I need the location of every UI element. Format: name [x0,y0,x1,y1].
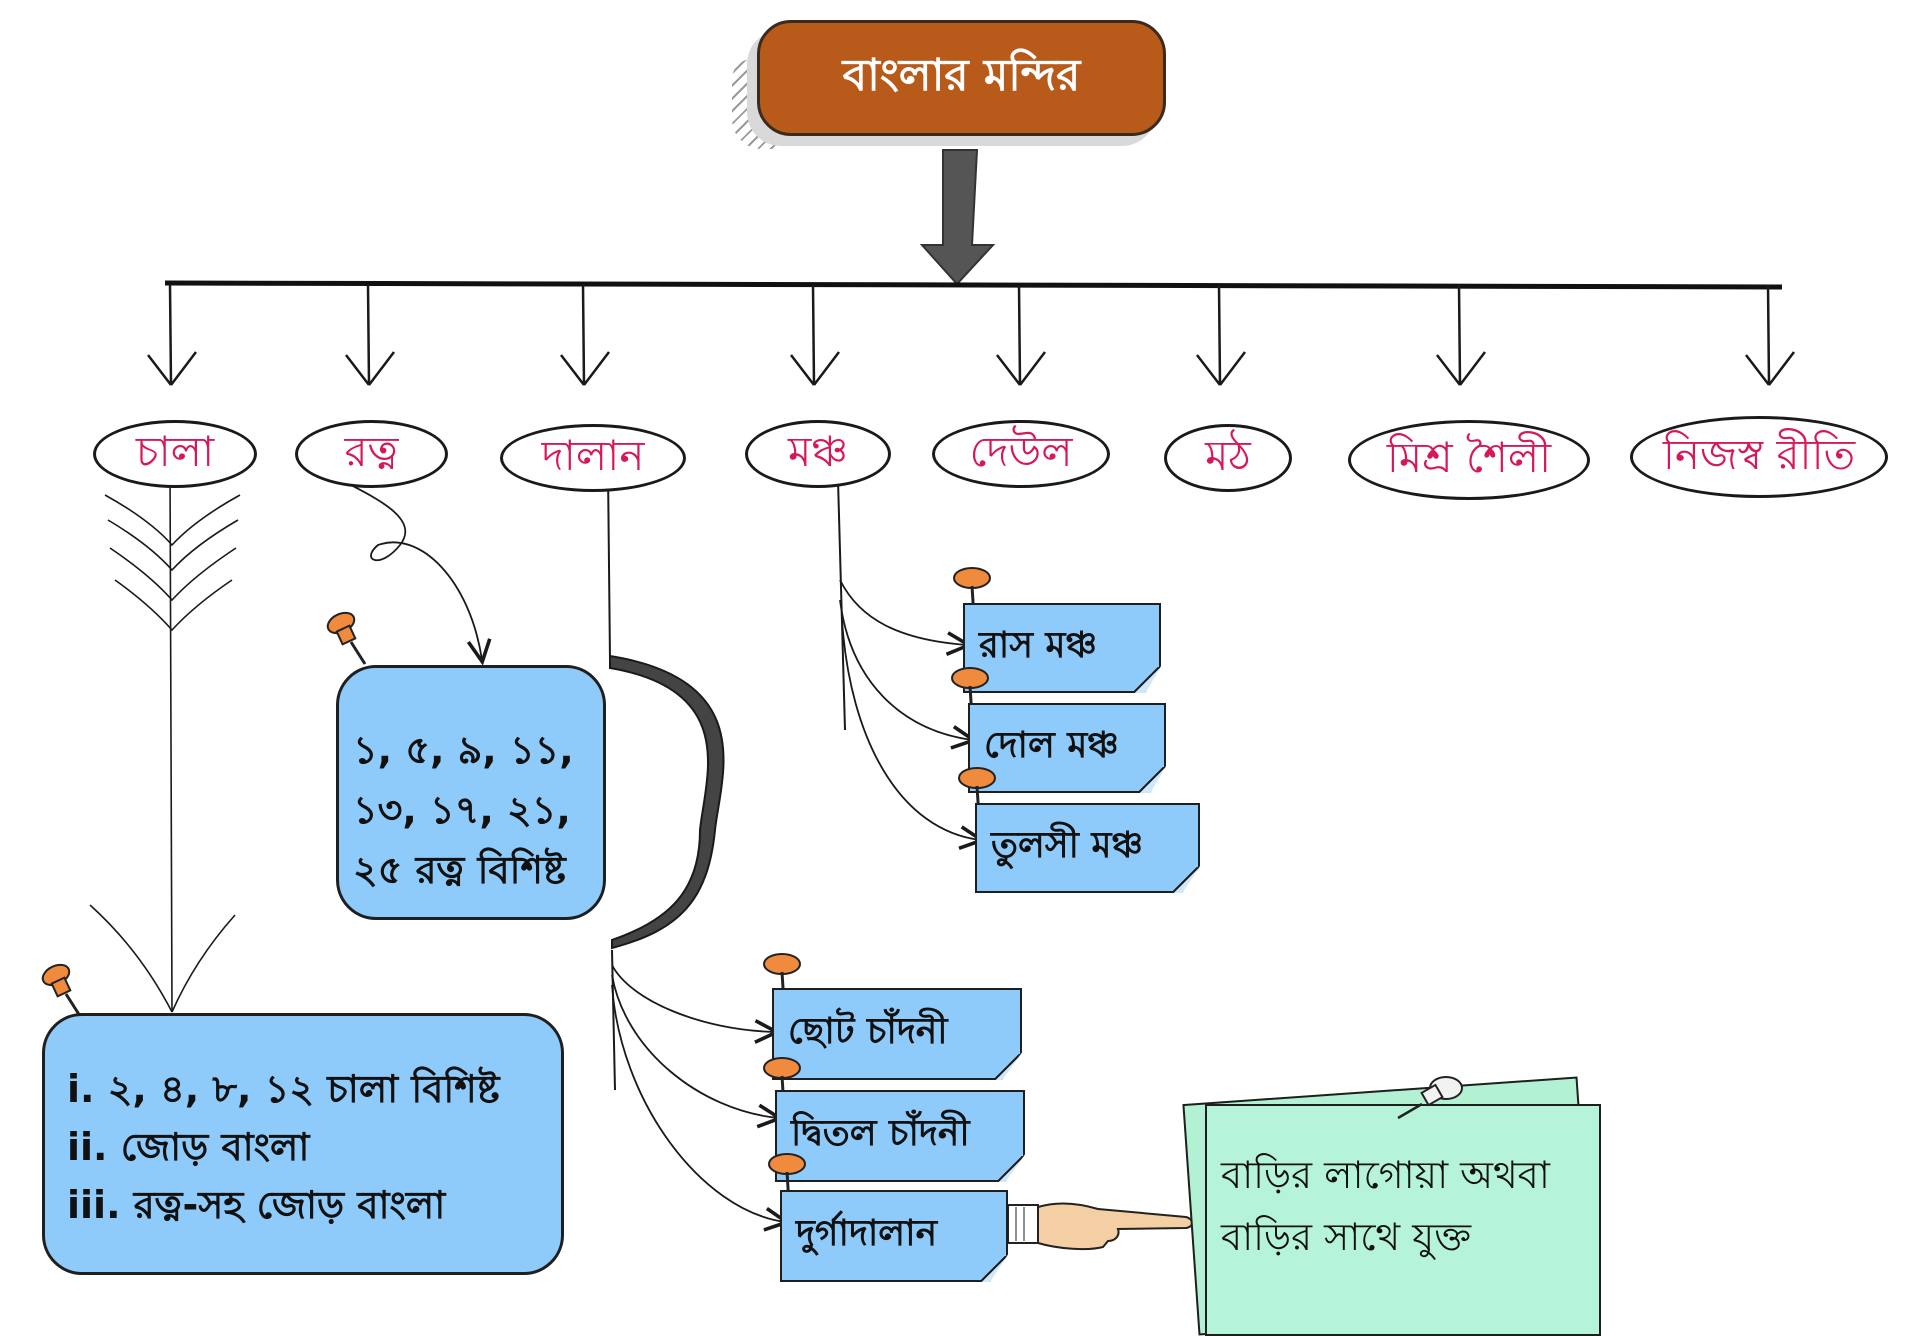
ratna-line-1: ১, ৫, ৯, ১১, [353,728,574,772]
category-math: মঠ [1164,424,1292,492]
chala-connector [89,469,241,1013]
chala-line-2: ii. জোড় বাংলা [67,1125,310,1169]
ratna-connector [344,481,482,660]
mancha-item-ras-label: রাস মঞ্চ [979,625,1098,666]
dalan-item-durgadalan-label: দুর্গাদালান [796,1213,938,1254]
dalan-item-dwital-chandni: দ্বিতল চাঁদনী [775,1090,1025,1182]
chala-detail-box: i. ২, ৪, ৮, ১২ চালা বিশিষ্ট ii. জোড় বাং… [42,1013,564,1275]
dalan-item-dwital-chandni-label: দ্বিতল চাঁদনী [791,1113,970,1154]
green-note-text: বাড়ির লাগোয়া অথবা বাড়ির সাথে যুক্ত [1221,1144,1550,1268]
category-deul: দেউল [932,420,1110,488]
category-dalan: দালান [500,424,686,492]
category-chala: চালা [93,420,257,488]
category-arrows [147,284,1795,386]
dalan-drop [607,469,611,661]
dalan-item-connectors [611,964,785,1222]
dalan-item-chhoto-chandni-label: ছোট চাঁদনী [788,1011,948,1052]
chala-line-3: iii. রত্ন-সহ জোড় বাংলা [67,1183,446,1227]
pointing-hand-icon [1008,1202,1193,1251]
green-note-line-2: বাড়ির সাথে যুক্ত [1221,1215,1472,1259]
category-mishra-label: মিশ্র শৈলী [1386,432,1552,482]
mancha-item-dol-label: দোল মঞ্চ [984,725,1119,766]
pin-icon [953,567,991,619]
category-chala-label: চালা [135,426,215,476]
category-ratna-label: রত্ন [344,426,399,476]
mancha-item-tulsi: তুলসী মঞ্চ [975,803,1200,893]
ratna-line-3: ২৫ রত্ন বিশিষ্ট [353,848,566,892]
green-note-line-1: বাড়ির লাগোয়া অথবা [1221,1153,1550,1197]
ratna-line-2: ১৩, ১৭, ২১, [353,788,571,832]
category-mancha-label: মঞ্চ [787,426,849,476]
mancha-item-ras: রাস মঞ্চ [963,603,1161,693]
pushpin-icon [1397,1076,1463,1120]
dalan-item-chhoto-chandni: ছোট চাঁদনী [772,988,1022,1080]
category-nijaswa-label: নিজস্ব রীতি [1662,429,1856,479]
branch-bar [164,280,1783,290]
chala-line-1: i. ২, ৪, ৮, ১২ চালা বিশিষ্ট [67,1067,500,1111]
category-nijaswa: নিজস্ব রীতি [1630,416,1888,498]
category-deul-label: দেউল [969,426,1073,476]
root-down-arrow [919,149,996,286]
mancha-item-dol: দোল মঞ্চ [968,703,1166,793]
category-dalan-label: দালান [541,430,645,480]
category-math-label: মঠ [1205,430,1251,480]
mancha-item-connectors [839,579,980,840]
category-mishra: মিশ্র শৈলী [1348,420,1590,500]
dalan-brace [609,654,725,950]
category-mancha: মঞ্চ [745,420,891,488]
mancha-item-tulsi-label: তুলসী মঞ্চ [991,825,1143,866]
dalan-item-durgadalan: দুর্গাদালান [780,1190,1008,1282]
root-node: বাংলার মন্দির [732,20,1166,149]
ratna-detail-box: ১, ৫, ৯, ১১, ১৩, ১৭, ২১, ২৫ রত্ন বিশিষ্ট [336,665,606,920]
pin-icon [41,963,82,1017]
root-title: বাংলার মন্দির [842,49,1081,101]
pin-icon [326,611,367,665]
green-note: বাড়ির লাগোয়া অথবা বাড়ির সাথে যুক্ত [1205,1104,1601,1336]
category-ratna: রত্ন [295,420,448,488]
